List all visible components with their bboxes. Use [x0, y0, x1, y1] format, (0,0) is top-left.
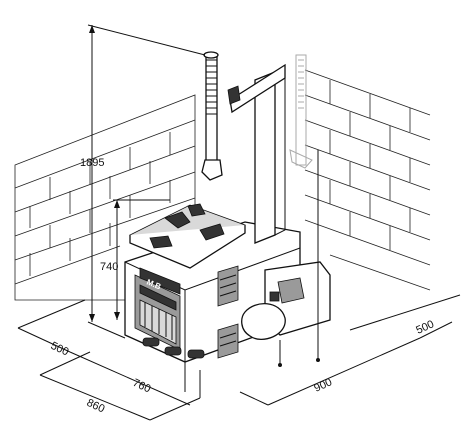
tyre-changer-machine: [124, 51, 331, 363]
dimension-width-body: 760: [131, 377, 153, 396]
dimension-height-total: 1895: [80, 157, 104, 169]
dimension-depth-right: 500: [414, 318, 436, 336]
right-brick-wall: [304, 69, 431, 291]
dimension-depth-side: 900: [312, 376, 334, 394]
dimension-width-total: 860: [85, 397, 107, 416]
ghost-tilted-column: [289, 54, 313, 169]
dimension-lines: [17, 24, 461, 421]
dimension-depth-front: 500: [49, 340, 71, 359]
dimension-height-table: 740: [100, 261, 118, 273]
